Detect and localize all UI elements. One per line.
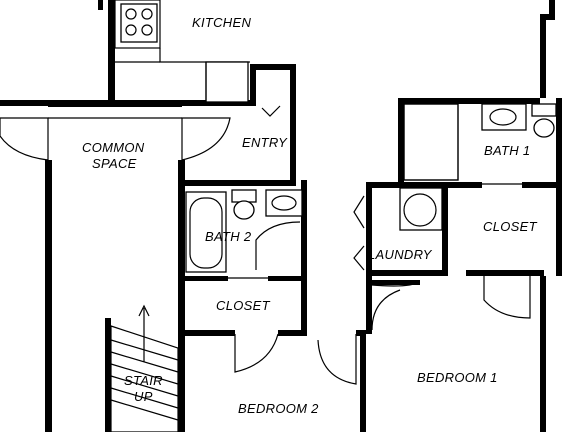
- label-stair: STAIR: [124, 373, 163, 388]
- stair: [110, 304, 179, 432]
- label-closet-left: CLOSET: [216, 298, 271, 313]
- label-bedroom2: BEDROOM 2: [238, 401, 319, 416]
- label-entry: ENTRY: [242, 135, 288, 150]
- label-laundry: LAUNDRY: [368, 247, 433, 262]
- label-bath1: BATH 1: [484, 143, 530, 158]
- label-kitchen: KITCHEN: [192, 15, 251, 30]
- label-common-space-1: COMMON: [82, 140, 145, 155]
- laundry-fixtures: [353, 187, 443, 271]
- kitchen-fixtures: [114, 0, 250, 103]
- label-bath2: BATH 2: [205, 229, 252, 244]
- entry-door-marker: [261, 105, 281, 117]
- bedroom2-doors: [234, 333, 357, 385]
- bath1-fixtures: [403, 103, 557, 185]
- bedroom1-doors: [371, 276, 531, 331]
- common-space-arches: [0, 117, 231, 161]
- walls: [0, 0, 562, 432]
- room-labels: KITCHEN COMMON SPACE ENTRY BATH 1 BATH 2…: [82, 15, 538, 416]
- label-closet-right: CLOSET: [483, 219, 538, 234]
- label-bedroom1: BEDROOM 1: [417, 370, 498, 385]
- bath2-fixtures: [185, 189, 303, 273]
- label-stair-up: UP: [134, 389, 153, 404]
- label-common-space-2: SPACE: [92, 156, 137, 171]
